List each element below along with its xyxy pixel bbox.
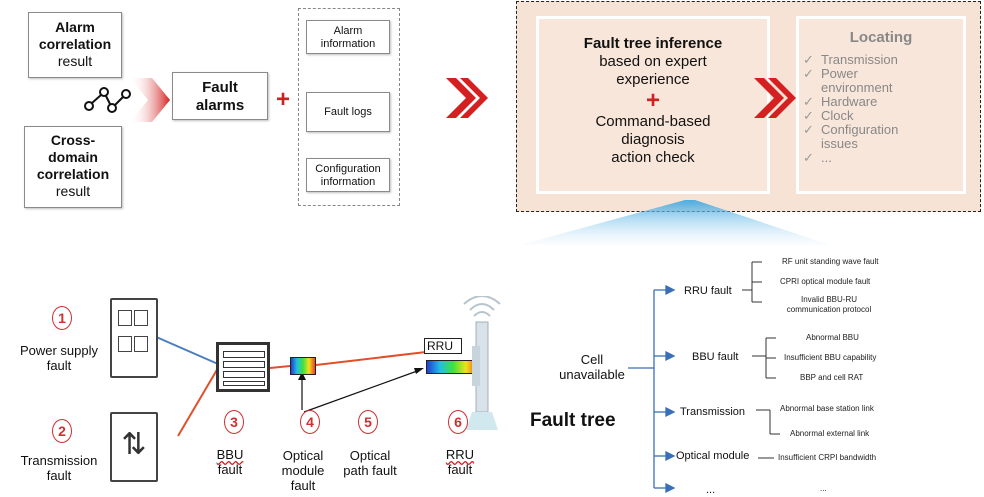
tree-branch-bbu: BBU fault bbox=[692, 351, 739, 363]
inference-line1: based on expert bbox=[599, 53, 707, 70]
locating-title: Locating bbox=[849, 29, 913, 46]
tree-leaf: Abnormal BBU bbox=[806, 333, 859, 342]
inference-box: Fault tree inference based on expert exp… bbox=[536, 16, 770, 194]
locating-item: ✓Clock bbox=[803, 108, 854, 123]
fault-alarms-box: Fault alarms bbox=[172, 72, 268, 120]
locating-item: ✓Transmission bbox=[803, 52, 898, 67]
tree-leaf: Insufficient CRPI bandwidth bbox=[778, 453, 877, 462]
configuration-information-line2: information bbox=[320, 176, 376, 188]
tree-branch-transmission: Transmission bbox=[680, 406, 745, 418]
tree-branch-rru: RRU fault bbox=[684, 285, 732, 297]
tree-leaf: RF unit standing wave fault bbox=[782, 257, 879, 266]
locating-box: Locating ✓Transmission ✓Power environmen… bbox=[796, 16, 966, 194]
configuration-information-box: Configuration information bbox=[306, 158, 390, 192]
plus-sign-2: + bbox=[645, 87, 660, 114]
alarm-information-line1: Alarm bbox=[333, 25, 363, 37]
double-chevron-arrow-2 bbox=[754, 78, 796, 118]
tree-leaf: Abnormal base station link bbox=[780, 404, 874, 413]
tree-leaf: BBP and cell RAT bbox=[800, 373, 864, 382]
inference-line5: action check bbox=[611, 149, 695, 166]
bbu-icon bbox=[216, 342, 270, 392]
gradient-arrow-1 bbox=[130, 78, 170, 122]
alarm-correlation-line3: result bbox=[57, 53, 93, 69]
transmission-switch-icon: ⇅ bbox=[110, 412, 158, 482]
rru-tag: RRU bbox=[424, 338, 462, 354]
configuration-information-line1: Configuration bbox=[315, 163, 381, 175]
tree-branch-optical-module: Optical module bbox=[676, 450, 750, 462]
check-icon: ✓ bbox=[803, 52, 814, 67]
check-icon: ✓ bbox=[803, 150, 814, 165]
check-icon: ✓ bbox=[803, 122, 814, 137]
fault-tree-title: Fault tree bbox=[530, 410, 616, 431]
locating-item: ✓Configuration issues bbox=[803, 122, 899, 151]
plus-sign-1: + bbox=[276, 86, 291, 113]
inference-line3: Command-based bbox=[595, 113, 711, 130]
tree-leaf: ... bbox=[820, 484, 827, 493]
tree-leaf: Insufficient BBU capability bbox=[784, 353, 877, 362]
step-number: 6 bbox=[448, 410, 468, 434]
tree-leaf: Invalid BBU-RU communication protocol bbox=[786, 295, 872, 314]
cross-domain-correlation-box: Cross- domain correlation result bbox=[24, 126, 122, 208]
network-diagram bbox=[153, 335, 427, 437]
check-icon: ✓ bbox=[803, 66, 814, 81]
locating-item: ✓Hardware bbox=[803, 94, 878, 109]
correlation-graph-icon bbox=[84, 87, 131, 113]
alarm-information-line2: information bbox=[320, 38, 376, 50]
tree-branch-more: ... bbox=[706, 484, 716, 496]
cross-domain-line4: result bbox=[55, 183, 91, 199]
info-dashed-group bbox=[298, 8, 400, 206]
check-icon: ✓ bbox=[803, 94, 814, 109]
cross-domain-line1: Cross- bbox=[50, 132, 96, 148]
fault-logs-box: Fault logs bbox=[306, 92, 390, 132]
inference-line4: diagnosis bbox=[621, 131, 685, 148]
power-supply-icon bbox=[110, 298, 158, 378]
step-number: 3 bbox=[224, 410, 244, 434]
optical-module-icon bbox=[290, 357, 316, 375]
alarm-correlation-line2: correlation bbox=[38, 36, 112, 52]
fault-alarms-line1: Fault bbox=[202, 79, 238, 96]
alarm-correlation-box: Alarm correlation result bbox=[28, 12, 122, 78]
fault-alarms-line2: alarms bbox=[195, 97, 245, 114]
funnel-highlight bbox=[520, 200, 830, 245]
inference-line2: experience bbox=[616, 71, 690, 88]
cross-domain-line3: correlation bbox=[36, 166, 110, 182]
locating-item: ✓... bbox=[803, 150, 832, 165]
alarm-correlation-line1: Alarm bbox=[55, 19, 95, 35]
alarm-information-box: Alarm information bbox=[306, 20, 390, 54]
double-chevron-arrow-1 bbox=[446, 78, 488, 118]
tree-leaf: Abnormal external link bbox=[790, 429, 870, 438]
tree-leaf: CPRI optical module fault bbox=[780, 277, 871, 286]
inference-title: Fault tree inference bbox=[583, 35, 723, 52]
step-number: 5 bbox=[358, 410, 378, 434]
cross-domain-line2: domain bbox=[48, 149, 98, 165]
locating-list: ✓Transmission ✓Power environment ✓Hardwa… bbox=[799, 53, 963, 165]
step-number: 1 bbox=[52, 306, 72, 330]
step-number: 4 bbox=[300, 410, 320, 434]
step-number: 2 bbox=[52, 419, 72, 443]
check-icon: ✓ bbox=[803, 108, 814, 123]
fault-logs-label: Fault logs bbox=[324, 106, 372, 118]
antenna-tower-icon bbox=[463, 296, 501, 430]
locating-item: ✓Power environment bbox=[803, 66, 893, 95]
